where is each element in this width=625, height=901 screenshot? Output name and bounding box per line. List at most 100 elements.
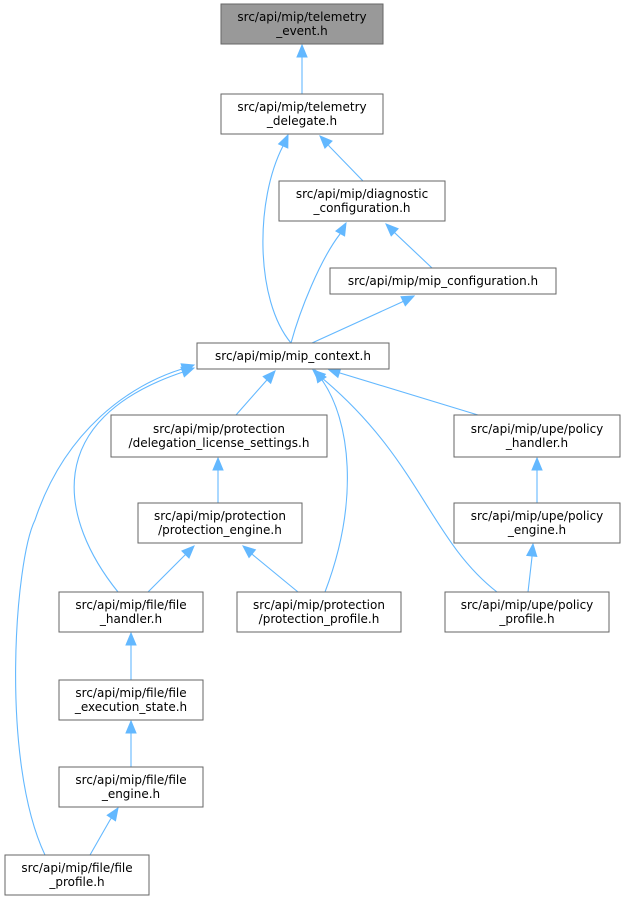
edge-line: [311, 300, 404, 344]
nodes-layer: src/api/mip/telemetry_event.hsrc/api/mip…: [4, 3, 621, 896]
node-protection-engine[interactable]: src/api/mip/protection/protection_engine…: [137, 502, 303, 544]
node-box[interactable]: [58, 679, 204, 721]
edge-protection_profile-to-mip_context: [314, 368, 348, 593]
edge-arrowhead: [531, 456, 543, 471]
edge-telemetry_delegate-to-telemetry_event: [296, 43, 308, 94]
node-label-line: _execution_state.h: [74, 700, 187, 714]
edge-line: [235, 379, 268, 416]
edge-arrowhead: [335, 221, 347, 237]
node-file-profile[interactable]: src/api/mip/file/file_profile.h: [4, 854, 150, 896]
edge-file_handler-to-mip_context: [73, 366, 196, 593]
node-mip-context[interactable]: src/api/mip/mip_context.h: [196, 342, 390, 370]
edge-upe_policy_profile-to-mip_context: [312, 369, 498, 593]
edge-line: [327, 144, 364, 182]
edge-line: [262, 145, 292, 344]
node-label-line: src/api/mip/file/file: [75, 686, 186, 700]
edge-file_profile-to-mip_context: [15, 363, 196, 856]
node-box[interactable]: [110, 414, 328, 458]
node-box[interactable]: [453, 502, 621, 544]
node-label-line: _profile.h: [498, 612, 554, 626]
node-box[interactable]: [58, 591, 204, 633]
edge-arrowhead: [296, 43, 308, 58]
edge-mip_context-to-telemetry_delegate: [262, 133, 292, 344]
edge-arrowhead: [180, 363, 196, 375]
node-label-line: src/api/mip/protection: [154, 509, 286, 523]
node-label-line: src/api/mip/telemetry: [237, 10, 366, 24]
node-file-execution-state[interactable]: src/api/mip/file/file_execution_state.h: [58, 679, 204, 721]
edge-file_engine-to-file_execution_state: [125, 719, 137, 767]
node-label-line: _handler.h: [505, 436, 568, 450]
edge-mip_context-to-mip_configuration: [311, 295, 416, 344]
edge-line: [89, 817, 112, 856]
node-upe-policy-handler[interactable]: src/api/mip/upe/policy_handler.h: [453, 414, 621, 458]
node-label-line: _engine.h: [101, 787, 160, 801]
node-diagnostic-configuration[interactable]: src/api/mip/diagnostic_configuration.h: [278, 180, 446, 222]
node-label-line: _configuration.h: [312, 201, 410, 215]
edge-arrowhead: [277, 133, 289, 149]
node-box[interactable]: [453, 414, 621, 458]
node-box[interactable]: [220, 93, 384, 135]
node-box[interactable]: [58, 766, 204, 808]
edge-arrowhead: [125, 631, 137, 646]
edge-arrowhead: [212, 456, 224, 471]
node-label-line: src/api/mip/mip_configuration.h: [348, 274, 538, 288]
edges-layer: [15, 43, 543, 856]
edge-line: [73, 371, 184, 593]
node-file-engine[interactable]: src/api/mip/file/file_engine.h: [58, 766, 204, 808]
edge-line: [15, 368, 183, 856]
node-label-line: /protection_engine.h: [158, 523, 282, 537]
node-delegation-license-settings[interactable]: src/api/mip/protection/delegation_licens…: [110, 414, 328, 458]
node-box[interactable]: [278, 180, 446, 222]
node-box[interactable]: [4, 854, 150, 896]
node-box[interactable]: [444, 591, 610, 633]
edge-mip_context-to-diagnostic_configuration: [290, 221, 347, 344]
node-telemetry-delegate[interactable]: src/api/mip/telemetry_delegate.h: [220, 93, 384, 135]
edge-upe_policy_handler-to-mip_context: [326, 367, 479, 416]
node-label-line: src/api/mip/protection: [153, 422, 285, 436]
edge-arrowhead: [125, 719, 137, 734]
edge-arrowhead: [262, 370, 276, 385]
node-upe-policy-profile[interactable]: src/api/mip/upe/policy_profile.h: [444, 591, 610, 633]
node-label-line: src/api/mip/file/file: [75, 598, 186, 612]
node-mip-configuration[interactable]: src/api/mip/mip_configuration.h: [329, 267, 557, 295]
edge-line: [251, 553, 299, 593]
node-box[interactable]: [196, 342, 390, 370]
node-label-line: /protection_profile.h: [259, 612, 380, 626]
edge-arrowhead: [319, 135, 333, 149]
edge-file_execution_state-to-file_handler: [125, 631, 137, 680]
node-box[interactable]: [220, 3, 384, 45]
edge-protection_engine-to-delegation_license_settings: [212, 456, 224, 503]
edge-line: [339, 372, 479, 416]
node-label-line: _engine.h: [507, 523, 566, 537]
edge-arrowhead: [400, 295, 416, 307]
edge-protection_profile-to-protection_engine: [242, 545, 299, 593]
node-label-line: _delegate.h: [266, 114, 337, 128]
node-box[interactable]: [329, 267, 557, 295]
node-label-line: src/api/mip/telemetry: [237, 100, 366, 114]
node-file-handler[interactable]: src/api/mip/file/file_handler.h: [58, 591, 204, 633]
edge-upe_policy_engine-to-upe_policy_handler: [531, 456, 543, 503]
edge-line: [290, 233, 341, 344]
edge-arrowhead: [526, 542, 538, 557]
edge-delegation_license_settings-to-mip_context: [235, 370, 276, 416]
node-upe-policy-engine[interactable]: src/api/mip/upe/policy_engine.h: [453, 502, 621, 544]
node-label-line: src/api/mip/upe/policy: [471, 422, 604, 436]
node-label-line: src/api/mip/diagnostic: [296, 187, 428, 201]
edge-upe_policy_profile-to-upe_policy_engine: [526, 542, 538, 593]
node-label-line: src/api/mip/mip_context.h: [215, 349, 371, 363]
edge-arrowhead: [242, 545, 257, 559]
node-label-line: _profile.h: [48, 875, 104, 889]
edge-line: [527, 555, 533, 593]
edge-file_handler-to-protection_engine: [147, 545, 195, 593]
node-box[interactable]: [236, 591, 402, 633]
node-box[interactable]: [137, 502, 303, 544]
edge-file_profile-to-file_engine: [89, 806, 119, 856]
node-protection-profile[interactable]: src/api/mip/protection/protection_profil…: [236, 591, 402, 633]
node-telemetry-event[interactable]: src/api/mip/telemetry_event.h: [220, 3, 384, 45]
edge-arrowhead: [106, 806, 119, 822]
node-label-line: src/api/mip/protection: [253, 598, 385, 612]
edge-line: [321, 379, 348, 593]
node-label-line: _handler.h: [99, 612, 162, 626]
edge-arrowhead: [312, 369, 327, 383]
